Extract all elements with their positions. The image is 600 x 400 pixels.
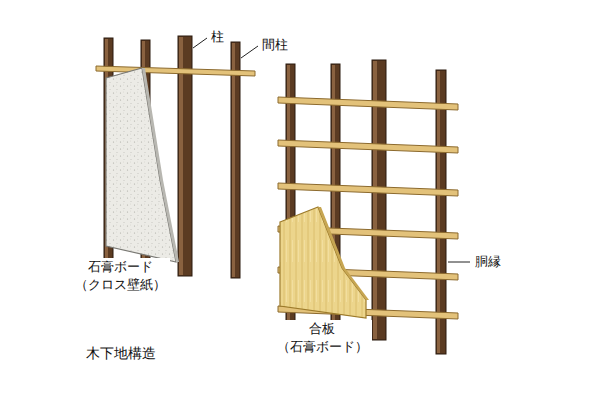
caption: 木下地構造 [84,344,158,363]
leader-line [448,262,470,263]
gypsum-board-label: 石膏ボード （クロス壁紙） [70,258,170,293]
furring-strip [278,97,458,110]
furring-strip-label: 胴縁 [473,253,503,271]
furring-strip [278,183,458,196]
gypsum-board [106,68,176,262]
plywood-board [280,207,366,318]
plywood-label: 合板 （石膏ボード） [272,320,372,355]
stud-label: 間柱 [260,36,290,54]
leader-line [241,46,258,58]
stud [436,70,446,354]
leader-line [193,38,207,48]
post-label: 柱 [209,28,226,46]
leader-lines [193,38,470,262]
furring-strip [278,140,458,153]
gypsum-board-edge [142,68,179,262]
plywood-edge [318,207,369,300]
furring-strips [278,97,458,319]
stud [231,42,240,278]
